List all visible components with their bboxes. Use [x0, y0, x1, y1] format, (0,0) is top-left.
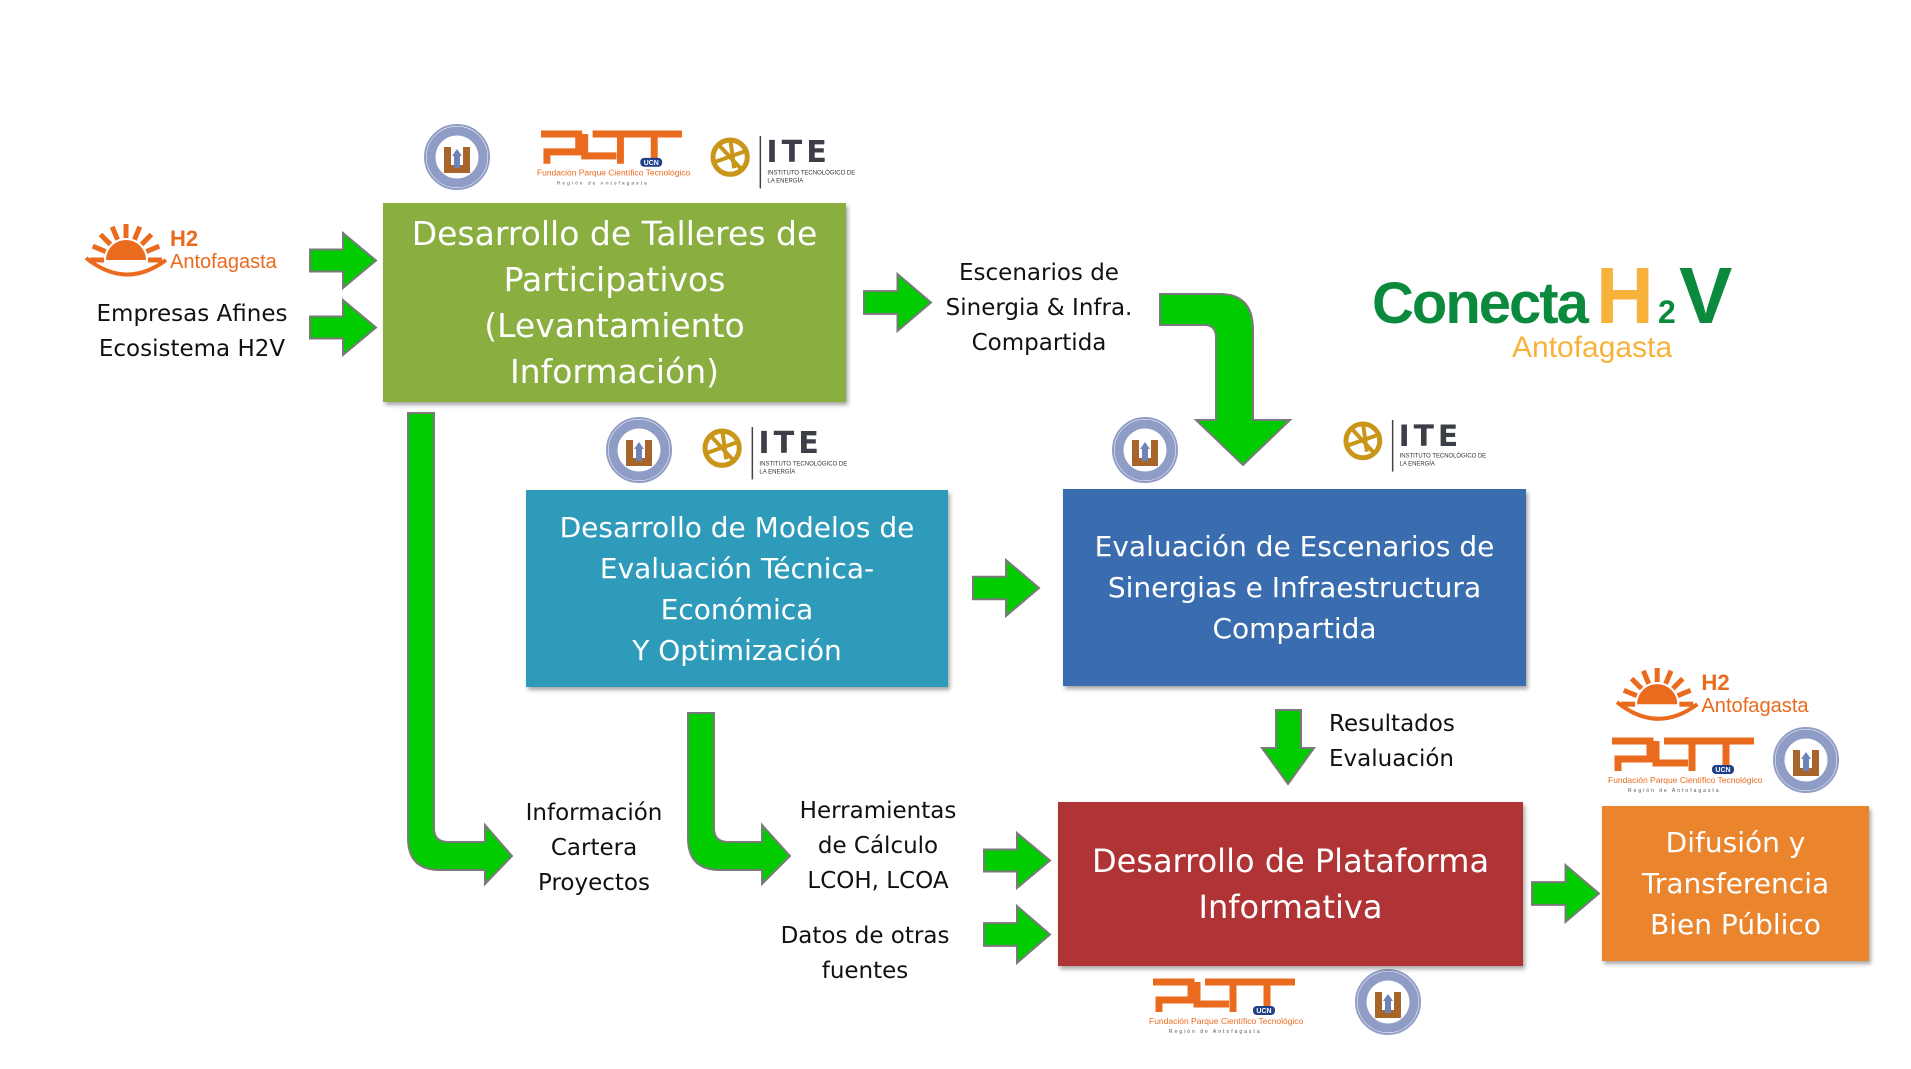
svg-text:V: V	[1679, 251, 1732, 340]
box-modelos-evaluacion: Desarrollo de Modelos de Evaluación Técn…	[526, 490, 948, 687]
svg-text:H2: H2	[170, 226, 198, 251]
svg-text:Antofagasta: Antofagasta	[170, 251, 278, 273]
ucn-logo-top	[424, 124, 490, 190]
svg-text:H: H	[1596, 251, 1654, 340]
arrow-right-herramientas	[983, 830, 1052, 891]
arrow-right-modelos-evaluacion	[972, 557, 1041, 619]
svg-text:LA ENERGÍA: LA ENERGÍA	[767, 177, 804, 184]
ucn-logo-right	[1773, 727, 1839, 793]
svg-text:INSTITUTO TECNOLÓGICO DE: INSTITUTO TECNOLÓGICO DE	[759, 460, 847, 467]
arrow-right-escenarios	[863, 271, 933, 334]
box-plataforma-informativa: Desarrollo de Plataforma Informativa	[1058, 802, 1523, 966]
arrow-right-h2	[309, 230, 378, 291]
svg-text:Región de Antofagasta: Región de Antofagasta	[1169, 1029, 1262, 1035]
svg-text:Fundación Parque Científico Te: Fundación Parque Científico Tecnológico	[537, 168, 691, 178]
label-resultados: Resultados Evaluación	[1329, 711, 1455, 772]
svg-text:Antofagasta: Antofagasta	[1512, 331, 1672, 364]
svg-text:LA ENERGÍA: LA ENERGÍA	[759, 468, 796, 475]
box-difusion: Difusión y Transferencia Bien Público	[1602, 806, 1869, 961]
arrow-right-empresas	[309, 297, 378, 358]
box-talleres-text: Desarrollo de Talleres de Participativos…	[411, 213, 818, 391]
arrow-down-resultados	[1260, 709, 1316, 786]
svg-text:Región de Antofagasta: Región de Antofagasta	[557, 181, 649, 187]
arrows	[309, 230, 1601, 966]
box-evaluacion-text: Evaluación de Escenarios de Sinergias e …	[1094, 530, 1495, 645]
svg-text:UCN: UCN	[1715, 767, 1730, 774]
box-talleres-participativos: Desarrollo de Talleres de Participativos…	[383, 203, 846, 402]
ucn-logo-evaluacion	[1112, 417, 1178, 483]
box-evaluacion-escenarios: Evaluación de Escenarios de Sinergias e …	[1063, 489, 1526, 686]
label-escenarios: Escenarios de Sinergia & Infra. Comparti…	[945, 260, 1133, 356]
arrow-l-informacion	[407, 412, 514, 887]
label-herramientas: Herramientas de Cálculo LCOH, LCOA	[799, 798, 957, 894]
ucn-logo-bottom	[1355, 969, 1421, 1035]
svg-text:Conecta: Conecta	[1372, 271, 1590, 336]
svg-text:UCN: UCN	[1256, 1008, 1271, 1015]
arrow-curved-escenarios	[1159, 293, 1293, 467]
ucn-logo-modelos	[606, 417, 672, 483]
svg-text:Fundación Parque Científico Te: Fundación Parque Científico Tecnológico	[1608, 775, 1763, 785]
svg-text:LA ENERGÍA: LA ENERGÍA	[1400, 461, 1435, 468]
box-plataforma-text: Desarrollo de Plataforma Informativa	[1091, 842, 1490, 926]
svg-text:INSTITUTO TECNOLÓGICO DE: INSTITUTO TECNOLÓGICO DE	[1400, 453, 1487, 460]
svg-text:Región de Antofagasta: Región de Antofagasta	[1628, 788, 1721, 794]
svg-text:ITE: ITE	[758, 426, 823, 461]
svg-text:2: 2	[1658, 294, 1676, 330]
svg-text:H2: H2	[1701, 670, 1729, 695]
svg-text:Fundación Parque Científico Te: Fundación Parque Científico Tecnológico	[1149, 1016, 1304, 1026]
arrow-l-herramientas	[687, 712, 792, 887]
svg-text:ITE: ITE	[1399, 419, 1463, 454]
arrow-right-difusion	[1531, 862, 1601, 925]
arrow-right-datos	[983, 903, 1052, 966]
svg-text:Antofagasta: Antofagasta	[1701, 695, 1809, 717]
box-difusion-text: Difusión y Transferencia Bien Público	[1641, 826, 1830, 941]
svg-text:ITE: ITE	[766, 135, 831, 170]
box-modelos-text: Desarrollo de Modelos de Evaluación Técn…	[559, 510, 915, 667]
label-datos: Datos de otras fuentes	[780, 923, 950, 984]
label-informacion: Información Cartera Proyectos	[525, 800, 663, 896]
label-empresas: Empresas Afines Ecosistema H2V	[96, 301, 288, 362]
svg-text:INSTITUTO TECNOLÓGICO DE: INSTITUTO TECNOLÓGICO DE	[767, 169, 855, 176]
svg-text:UCN: UCN	[644, 160, 659, 167]
